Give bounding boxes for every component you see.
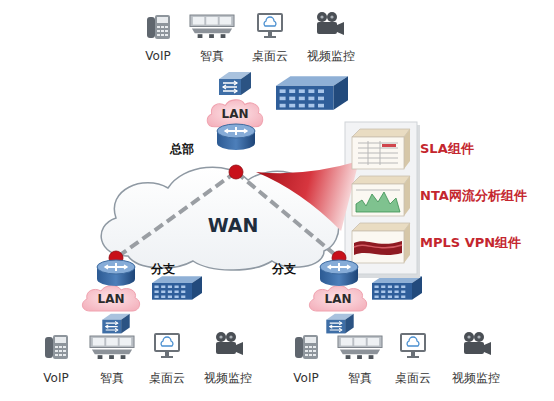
device-label: 视频监控 [431, 371, 521, 385]
router-node: 分支 [95, 258, 137, 288]
box-side [404, 223, 410, 263]
device-label: VoIP [11, 371, 101, 385]
voip-phone-icon [45, 335, 68, 359]
box-node: SLA组件 [350, 127, 412, 171]
router-node: 总部 [216, 118, 256, 172]
box-node: NTA网流分析组件 [350, 174, 412, 218]
device-label: VoIP [113, 49, 203, 63]
lan-node: LAN [78, 282, 144, 314]
router-arrows [105, 263, 127, 271]
camera-icon [317, 12, 344, 35]
nta-grid [356, 190, 400, 191]
box-front [352, 184, 404, 216]
desktop-cloud-icon [155, 334, 179, 358]
component-label: NTA网流分析组件 [420, 188, 527, 204]
component-label: SLA组件 [420, 141, 474, 157]
bottom-left-devices [45, 332, 243, 359]
branch-switch-icon [102, 314, 129, 334]
box-top [352, 223, 410, 231]
sla-table-glyph [358, 141, 398, 165]
sla-mark [382, 144, 396, 147]
lan-label: LAN [305, 292, 371, 306]
router-arrowheads [105, 265, 127, 269]
camera-icon [464, 332, 491, 355]
router-arrows [328, 263, 350, 271]
box-side [404, 129, 410, 169]
lan-node: LAN [305, 282, 371, 314]
panel-shadow [348, 125, 420, 278]
site-label: 分支 [151, 262, 175, 276]
box-top [352, 176, 410, 184]
device-label: 桌面云 [368, 371, 458, 385]
desktop-cloud-icon [258, 14, 282, 38]
box-front [352, 137, 404, 169]
device-label: 视频监控 [183, 371, 273, 385]
site-label: 总部 [170, 142, 194, 156]
hq-building [276, 76, 348, 110]
voip-phone-icon [147, 15, 170, 39]
box-icon [350, 127, 412, 171]
site-label: 分支 [272, 262, 296, 276]
router-arrows [225, 127, 247, 135]
device-label: 智真 [167, 49, 257, 63]
camera-icon [216, 332, 243, 355]
telepresence-icon [190, 15, 234, 38]
lan-label: LAN [78, 292, 144, 306]
device-label: 桌面云 [225, 49, 315, 63]
component-label: MPLS VPN组件 [420, 235, 521, 251]
router-icon [95, 258, 137, 288]
mpls-band-highlight [354, 245, 402, 248]
panel [345, 122, 417, 274]
top-devices [147, 12, 344, 39]
device-label: 智真 [67, 371, 157, 385]
nta-chart-glyph [356, 192, 400, 212]
device-label: 智真 [315, 371, 405, 385]
box-icon [350, 174, 412, 218]
telepresence-icon [90, 336, 134, 359]
telepresence-icon [338, 336, 382, 359]
device-label: VoIP [261, 371, 351, 385]
branch-switch-icon [326, 314, 353, 334]
router-top [217, 124, 255, 138]
lan-label: LAN [203, 107, 267, 121]
branch-building [372, 276, 422, 299]
router-icon [318, 258, 360, 288]
box-node: MPLS VPN组件 [350, 221, 412, 265]
wan-label: WAN [188, 214, 278, 237]
router-top [320, 260, 358, 274]
mpls-band-glyph [354, 241, 402, 255]
component-panel [345, 122, 420, 278]
device-label: 桌面云 [122, 371, 212, 385]
hq-switch-icon [219, 72, 251, 95]
box-top [352, 129, 410, 137]
device-label: 视频监控 [286, 49, 376, 63]
desktop-cloud-icon [401, 334, 425, 358]
router-arrowheads [225, 129, 247, 133]
box-front [352, 231, 404, 263]
router-node: 分支 [318, 258, 360, 288]
voip-phone-icon [295, 335, 318, 359]
router-arrowheads [328, 265, 350, 269]
router-icon [216, 118, 256, 172]
box-icon [350, 221, 412, 265]
branch-building [152, 276, 202, 299]
box-side [404, 176, 410, 216]
wan-node: WAN [88, 160, 346, 272]
router-top [97, 260, 135, 274]
bottom-right-devices [295, 332, 491, 359]
